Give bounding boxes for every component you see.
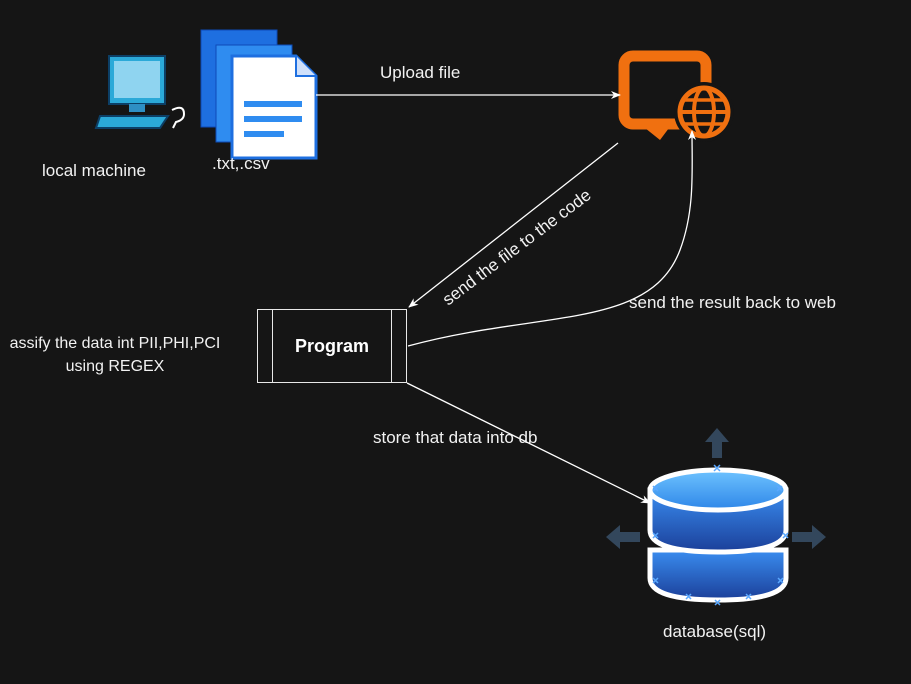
store-label: store that data into db bbox=[373, 428, 538, 447]
program-right-bar bbox=[391, 310, 392, 382]
web-globe-icon bbox=[618, 50, 734, 142]
program-note-line1: assify the data int PII,PHI,PCI bbox=[9, 335, 221, 352]
store-arrow bbox=[406, 382, 651, 504]
database-label: database(sql) bbox=[663, 622, 767, 641]
database-icon bbox=[606, 428, 826, 606]
local-machine-label: local machine bbox=[42, 161, 146, 180]
files-label: .txt,.csv bbox=[212, 154, 270, 173]
file-stack-icon bbox=[200, 29, 318, 160]
send-back-arrow bbox=[407, 130, 697, 347]
program-note: assify the data int PII,PHI,PCI using RE… bbox=[0, 332, 250, 378]
program-node: Program bbox=[257, 309, 407, 383]
computer-icon bbox=[94, 55, 186, 129]
send-to-code-label: send the file to the code bbox=[439, 185, 595, 309]
program-label: Program bbox=[294, 336, 370, 356]
program-note-line2: using REGEX bbox=[65, 358, 165, 375]
program-left-bar bbox=[272, 310, 273, 382]
send-back-label: send the result back to web bbox=[629, 293, 836, 312]
send-to-code-arrow bbox=[408, 142, 619, 308]
upload-label: Upload file bbox=[380, 63, 461, 82]
